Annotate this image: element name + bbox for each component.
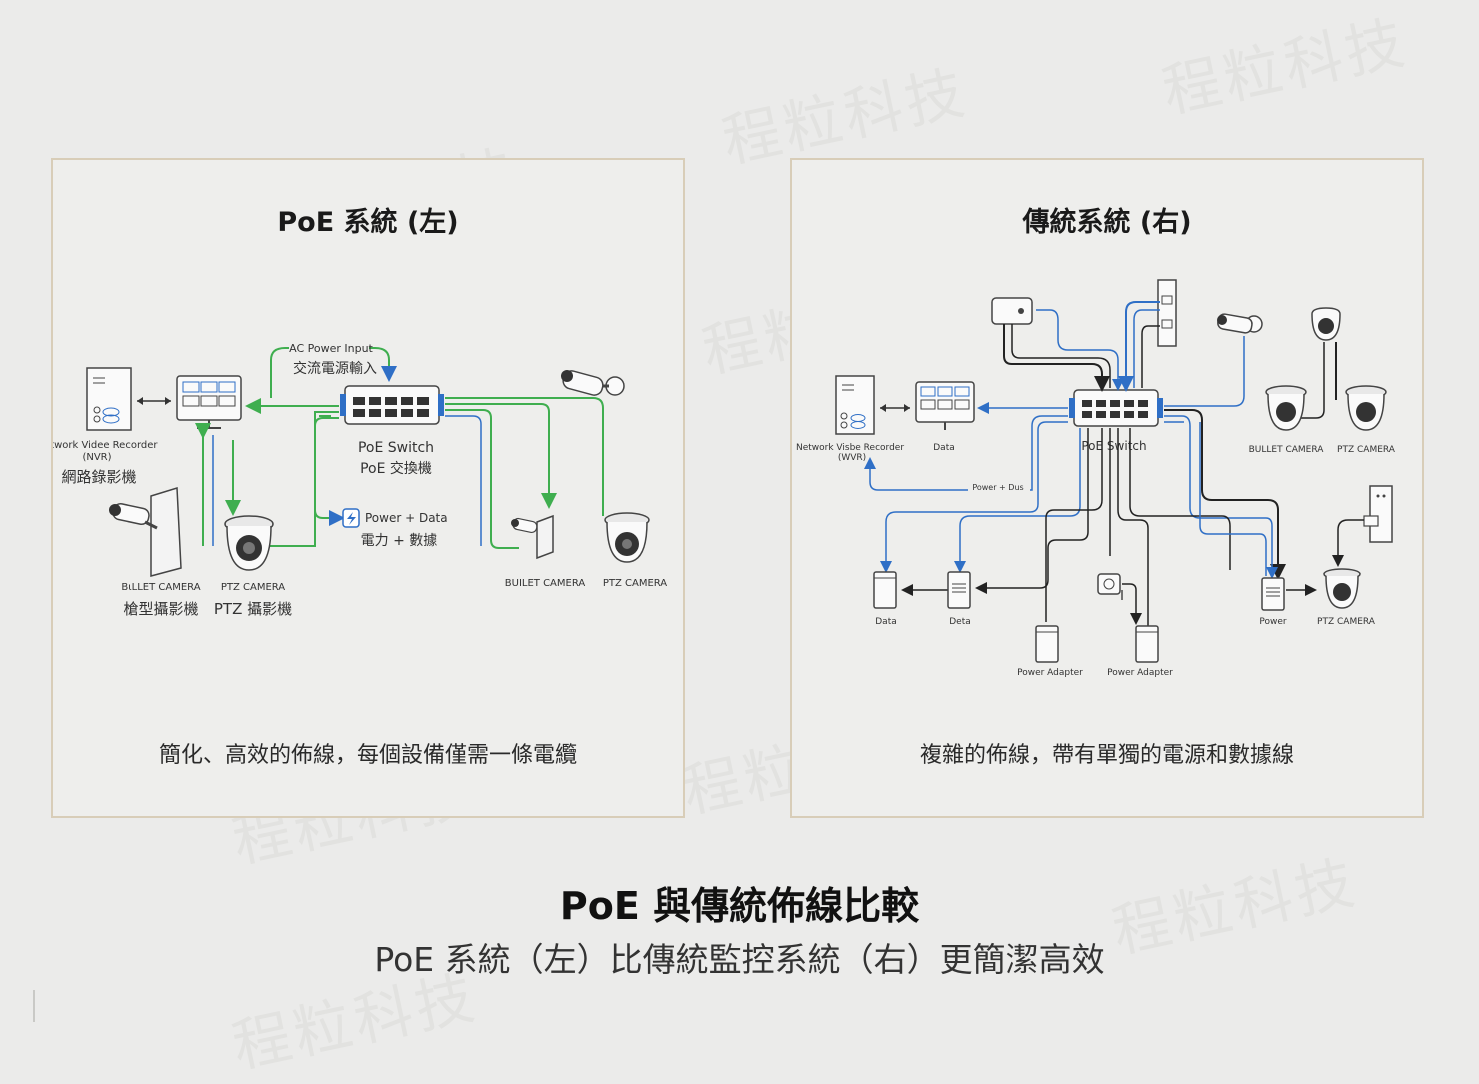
power-cable <box>1332 519 1364 567</box>
panel-title: 傳統系統 (右) <box>1022 207 1192 238</box>
power-adapter-label-2: Power Adapter <box>1107 668 1173 678</box>
power-box-icon <box>1261 577 1285 611</box>
ptz-camera-label-zh: PTZ 攝影機 <box>214 600 292 618</box>
arrow-icon <box>137 397 143 405</box>
power-cable <box>1117 428 1149 630</box>
nvr-icon <box>86 367 132 431</box>
ac-power-label-zh: 交流電源輸入 <box>293 360 377 377</box>
power-adapter-label-1: Power Adapter <box>1017 668 1083 678</box>
bullet-camera-icon <box>561 370 625 396</box>
power-dus-label: Power + Dus <box>972 483 1023 492</box>
power-data-label-en: Power + Data <box>365 511 448 525</box>
power-adapter-icon <box>1035 625 1059 663</box>
data-cable <box>880 421 1068 573</box>
data-cable <box>1133 309 1160 388</box>
power-label: Power <box>1259 617 1287 627</box>
monitor-icon <box>176 375 242 429</box>
arrow-icon <box>904 404 910 412</box>
data-box-icon <box>947 571 971 609</box>
data-cable <box>954 428 1081 573</box>
wall-socket-icon <box>1363 485 1393 543</box>
data-cable <box>1164 415 1278 579</box>
power-cable <box>1141 325 1160 388</box>
nvr-label-en: Network Visbe Recorder <box>796 443 904 453</box>
traditional-system-panel: 傳統系統 (右) Network Visbe Recorder (WVR) <box>790 158 1424 818</box>
nvr-label-en: Network Videe Recorder <box>53 440 158 451</box>
label-bg <box>968 480 1030 494</box>
power-cable <box>1294 342 1325 419</box>
arrow-icon <box>880 404 886 412</box>
poe-cable-legend <box>314 417 345 526</box>
power-cable <box>975 428 1089 594</box>
power-cable <box>1164 409 1286 580</box>
power-cable <box>1122 583 1142 625</box>
ptz-camera-icon <box>1345 385 1387 431</box>
data-cable <box>1118 301 1160 392</box>
lightning-icon <box>342 508 360 528</box>
data-cable <box>1164 336 1245 407</box>
nvr-icon <box>835 375 875 435</box>
monitor-icon <box>915 381 975 430</box>
divider <box>33 990 35 1022</box>
ac-power-label-en: AC Power Input <box>289 342 373 355</box>
poe-switch-icon <box>340 385 444 425</box>
label-bg <box>289 340 369 356</box>
data-label-3: Deta <box>949 617 971 627</box>
power-cable <box>1045 428 1103 622</box>
ptz-camera-label-en: PTZ CAMERA <box>221 582 285 593</box>
data-cable <box>1199 422 1267 576</box>
poe-switch-label-zh: PoE 交換機 <box>360 460 432 477</box>
wall-outlet-icon <box>1157 279 1177 347</box>
power-cable <box>1011 324 1111 388</box>
ptz-camera-icon <box>224 515 274 571</box>
bullet-camera-label-en: BιLLET CAMERA <box>121 582 200 593</box>
bullet-camera-label: BULLET CAMERA <box>1249 445 1325 455</box>
nvr-label-abbr: (WVR) <box>838 453 866 463</box>
data-cable-right <box>445 415 482 546</box>
poe-cable-ptz-right <box>445 397 604 516</box>
bullet-camera-label-zh: 槍型攝影機 <box>123 600 198 618</box>
poe-cable-bullet-right-2 <box>445 409 519 549</box>
bullet-camera-icon <box>109 486 182 577</box>
wall-outlet-icon <box>1097 573 1121 595</box>
panel-title: PoE 系統 (左) <box>277 207 459 238</box>
poe-system-panel: PoE 系統 (左) <box>51 158 685 818</box>
data-cable <box>864 415 1068 491</box>
page-title: PoE 與傳統佈線比較 <box>559 884 920 928</box>
traditional-wiring-diagram: Network Visbe Recorder (WVR) Data <box>796 279 1396 678</box>
poe-cable-bullet-right <box>445 403 557 509</box>
panel-caption: 簡化、高效的佈線，每個設備僅需一條電纜 <box>158 743 577 768</box>
data-label-1: Data <box>933 443 955 453</box>
page-subtitle: PoE 系統（左）比傳統監控系統（右）更簡潔高效 <box>374 940 1105 979</box>
nvr-label-zh: 網路錄影機 <box>61 468 136 486</box>
poe-switch-label-en: PoE Switch <box>358 440 434 456</box>
power-cable <box>1003 324 1110 392</box>
poe-switch-icon <box>1069 389 1163 427</box>
ptz-camera-label: PTZ CAMERA <box>1337 445 1396 455</box>
arrow-icon <box>165 397 171 405</box>
ptz-camera-icon <box>1311 307 1341 341</box>
bullet-camera-icon <box>1217 313 1263 334</box>
nvr-label-abbr: (NVR) <box>82 452 111 463</box>
data-box-icon <box>873 571 897 609</box>
bullet-camera-icon <box>1265 385 1307 431</box>
panel-caption: 複雜的佈線，帶有單獨的電源和數據線 <box>919 743 1294 768</box>
power-adapter-icon <box>1135 625 1159 663</box>
poe-wiring-diagram: AC Power Input 交流電源輸入 PoE Switch PoE 交換機 <box>53 340 667 618</box>
bullet-camera-icon <box>511 514 554 560</box>
power-cable <box>1129 428 1231 570</box>
watermark: 程粒科技 <box>1156 7 1414 126</box>
data-cable <box>1036 309 1124 391</box>
power-data-label-zh: 電力 + 數據 <box>361 533 438 549</box>
poe-switch-label-en: PoE Switch <box>1081 439 1146 453</box>
ptz-camera-2-label: PTZ CAMERA <box>1317 617 1376 627</box>
ptz-camera-icon <box>604 512 650 563</box>
ptz-camera-icon <box>1323 568 1361 609</box>
power-adapter-icon <box>991 297 1033 325</box>
bullet-camera-2-label-en: BUILET CAMERA <box>505 578 586 589</box>
data-label-2: Data <box>875 617 897 627</box>
ptz-camera-2-label-en: PTZ CAMERA <box>603 578 667 589</box>
